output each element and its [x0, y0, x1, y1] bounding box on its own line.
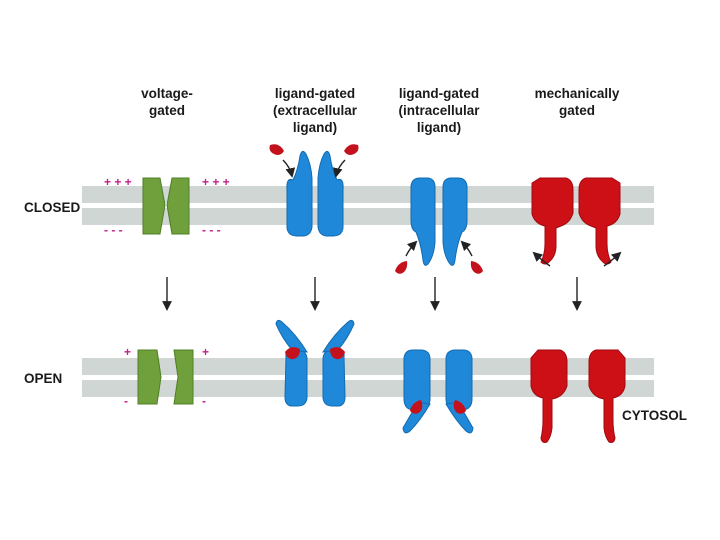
- charge-plus-open-right: +: [202, 345, 209, 359]
- ligand-molecule-intra-left: [395, 261, 408, 274]
- header-ligand-extra-line1: ligand-gated: [275, 86, 355, 101]
- ligand-approach-arrow-left: [282, 159, 296, 178]
- ligand-extra-channel-closed: [286, 150, 344, 237]
- charge-minus-open-right: -: [202, 394, 206, 408]
- charge-minus-closed-right: - - -: [202, 223, 221, 237]
- charge-minus-closed-left: - - -: [104, 223, 123, 237]
- voltage-channel-open: [137, 349, 194, 405]
- ligand-intra-channel-open: [402, 349, 474, 434]
- header-ligand-extra-line3: ligand): [293, 120, 337, 135]
- transition-arrows: [162, 277, 582, 311]
- header-ligand-intra-line1: ligand-gated: [399, 86, 479, 101]
- mechanical-channel-closed: [531, 177, 621, 265]
- header-ligand-extra-line2: (extracellular: [273, 103, 358, 118]
- charge-plus-closed-left: + + +: [104, 175, 132, 189]
- header-voltage-line2: gated: [149, 103, 185, 118]
- row-label-closed: CLOSED: [24, 200, 81, 215]
- membrane-open: [82, 358, 654, 397]
- membrane-closed: [82, 186, 654, 225]
- ligand-intra-channel-closed: [410, 177, 468, 266]
- ligand-approach-arrow-intra-left: [405, 240, 418, 257]
- header-mechanical-line2: gated: [559, 103, 595, 118]
- charge-plus-closed-right: + + +: [202, 175, 230, 189]
- ligand-approach-arrow-right: [332, 159, 346, 178]
- charge-plus-open-left: +: [124, 345, 131, 359]
- header-voltage-line1: voltage-: [141, 86, 193, 101]
- ligand-molecule-intra-right: [470, 261, 483, 274]
- tension-arrow-left: [532, 251, 551, 267]
- ligand-bound-extra-right: [330, 347, 345, 360]
- header-ligand-intra-line2: (intracellular: [398, 103, 480, 118]
- ligand-bound-intra-left: [410, 400, 423, 414]
- column-headers: voltage- gated ligand-gated (extracellul…: [141, 86, 620, 135]
- header-mechanical-line1: mechanically: [535, 86, 620, 101]
- tension-arrow-right: [603, 251, 622, 267]
- ligand-bound-extra-left: [285, 347, 300, 360]
- charge-minus-open-left: -: [124, 394, 128, 408]
- ligand-approach-arrow-intra-right: [460, 240, 473, 257]
- row-label-open: OPEN: [24, 371, 62, 386]
- header-ligand-intra-line3: ligand): [417, 120, 461, 135]
- ligand-extra-channel-open: [275, 319, 355, 407]
- ligand-molecule-extra-right: [344, 144, 359, 155]
- mechanical-channel-open: [530, 349, 626, 443]
- voltage-channel-closed: [142, 177, 190, 235]
- ligand-molecule-extra-left: [269, 144, 284, 155]
- cytosol-label: CYTOSOL: [622, 408, 687, 423]
- ligand-bound-intra-right: [453, 400, 466, 414]
